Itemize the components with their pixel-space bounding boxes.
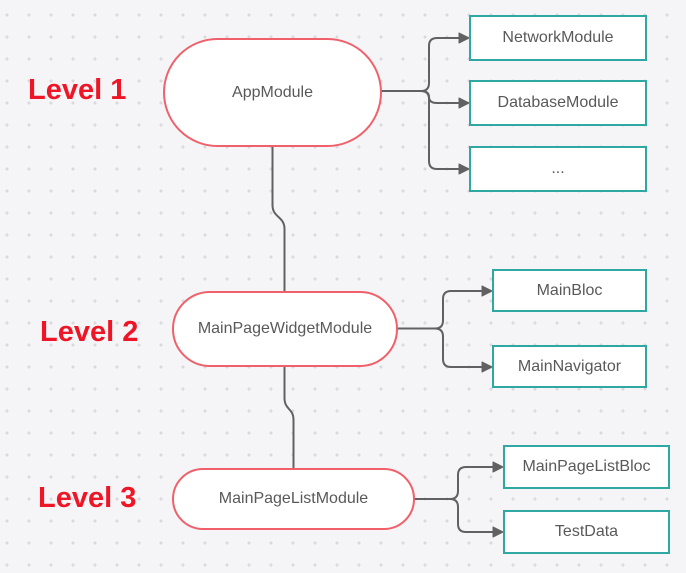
node-testdata: TestData xyxy=(503,510,670,554)
arrowhead-icon xyxy=(458,163,470,175)
arrowhead-icon xyxy=(458,32,470,44)
node-mainpagelistbloc: MainPageListBloc xyxy=(503,445,670,489)
arrowhead-icon xyxy=(492,526,504,538)
arrowhead-icon xyxy=(481,285,493,297)
node-mainpagewidgetmodule: MainPageWidgetModule xyxy=(172,291,398,367)
edge-mainpagelistmodule-mainpagelistbloc xyxy=(414,466,494,500)
node-databasemodule: DatabaseModule xyxy=(469,80,647,126)
node-ellipsis: ... xyxy=(469,146,647,192)
edge-appmodule-ellipsis xyxy=(381,90,460,170)
edge-appmodule-networkmodule xyxy=(381,37,460,92)
level-3-label: Level 3 xyxy=(38,482,137,514)
node-appmodule: AppModule xyxy=(163,38,382,147)
arrowhead-icon xyxy=(481,361,493,373)
node-mainnavigator: MainNavigator xyxy=(492,345,647,388)
edge-mainpagelistmodule-testdata xyxy=(414,498,494,533)
arrowhead-icon xyxy=(492,461,504,473)
node-mainpagelistmodule: MainPageListModule xyxy=(172,468,415,530)
edge-appmodule-mainpagewidgetmodule xyxy=(271,146,286,292)
level-1-label: Level 1 xyxy=(28,74,127,106)
node-mainbloc: MainBloc xyxy=(492,269,647,312)
edge-appmodule-databasemodule xyxy=(381,90,460,104)
edge-mainpagewidgetmodule-mainbloc xyxy=(397,290,483,330)
level-2-label: Level 2 xyxy=(40,316,139,348)
arrowhead-icon xyxy=(458,97,470,109)
node-networkmodule: NetworkModule xyxy=(469,15,647,61)
edge-mainpagewidgetmodule-mainpagelistmodule xyxy=(283,366,295,469)
edge-mainpagewidgetmodule-mainnavigator xyxy=(397,327,483,368)
